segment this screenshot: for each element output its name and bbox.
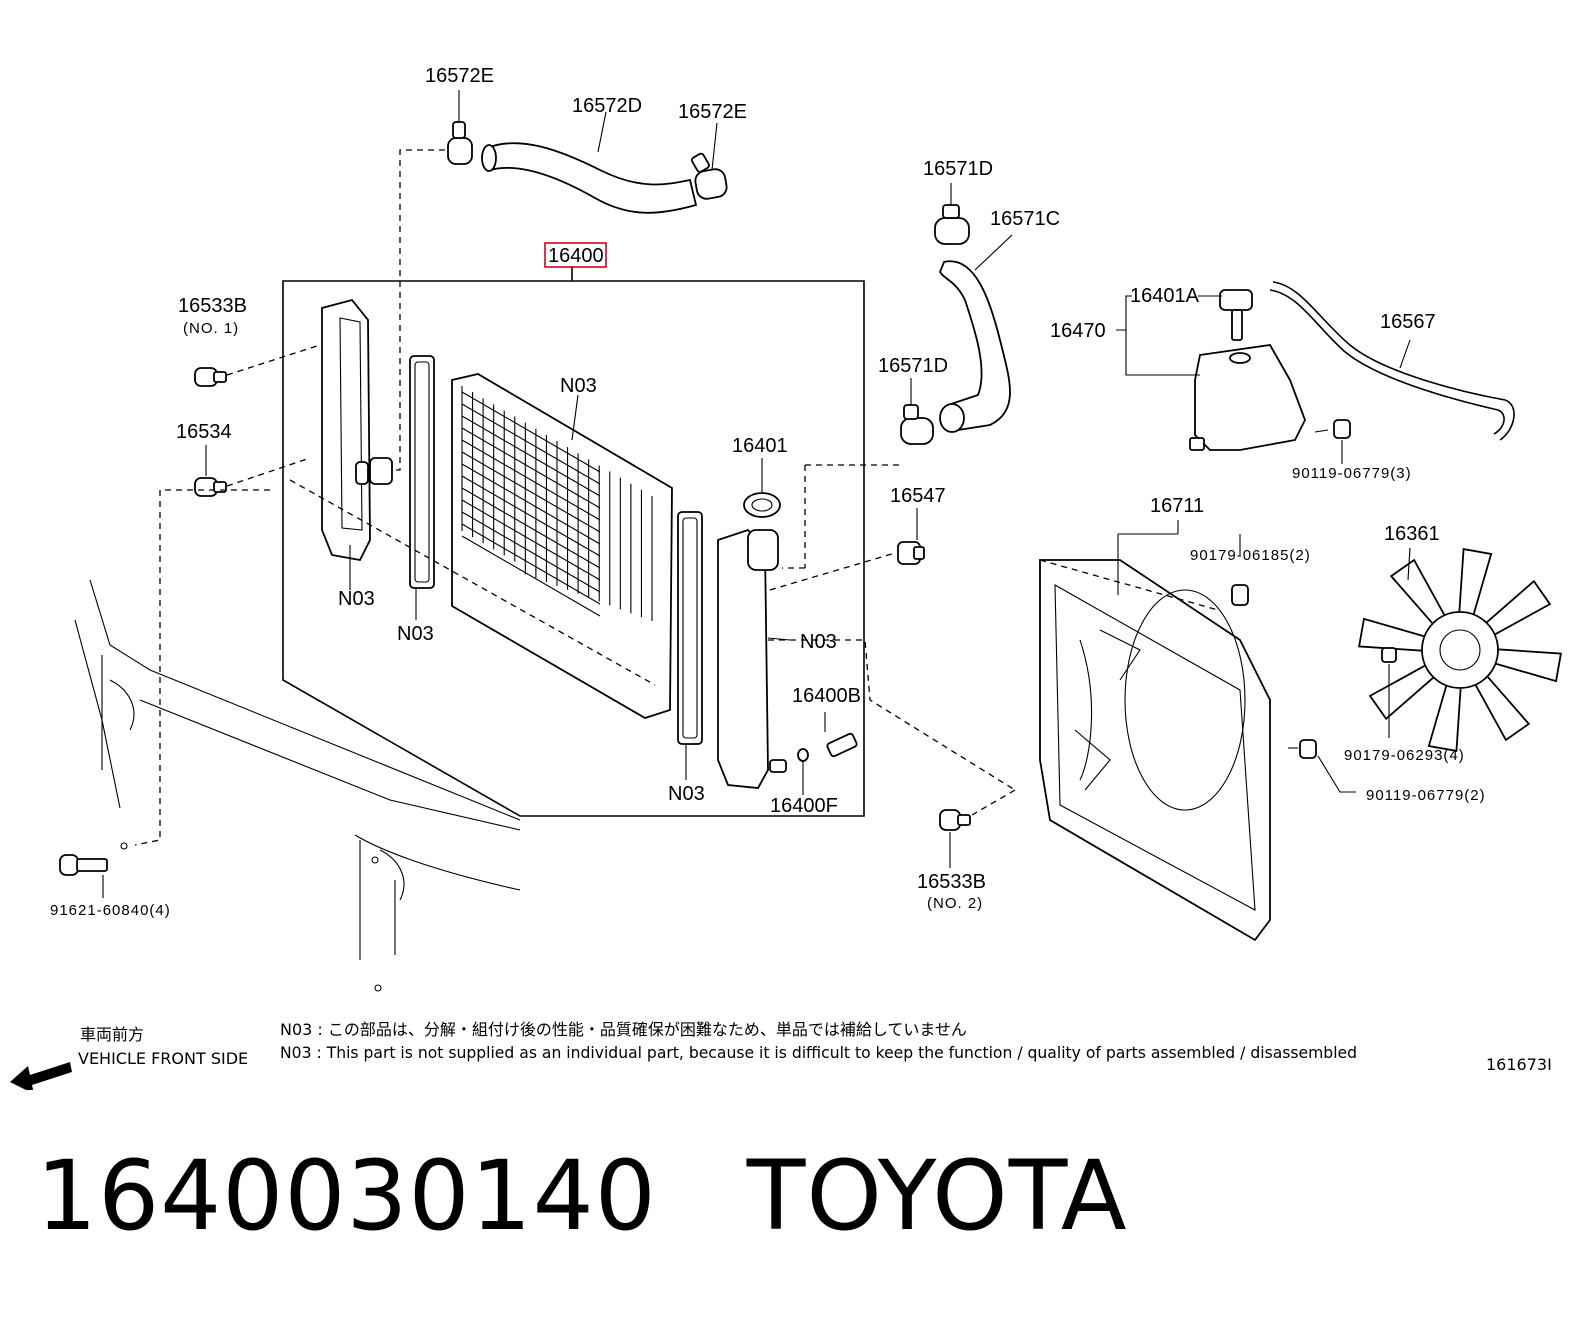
- callout-16572D[interactable]: 16572D: [572, 95, 642, 117]
- core-tube-line: [461, 403, 601, 485]
- fan-blade: [1368, 663, 1437, 721]
- callout-90119-06779-3[interactable]: 90119-06779(3): [1292, 465, 1412, 482]
- radiator-left-tank: [321, 298, 393, 590]
- core-tube-line: [461, 415, 601, 497]
- fan-blade: [1458, 548, 1493, 618]
- radiator-core: [451, 373, 673, 719]
- vehicle-front-arrow: [10, 1062, 72, 1090]
- radiator-right-seal: [677, 511, 703, 780]
- front-label-en: VEHICLE FRONT SIDE: [78, 1049, 248, 1068]
- callout-90119-06779-2[interactable]: 90119-06779(2): [1366, 787, 1486, 804]
- radiator-right-tank: [717, 528, 791, 789]
- callout-16361[interactable]: 16361: [1384, 523, 1440, 545]
- radiator-left-seal: [409, 355, 435, 620]
- hose-clamp-top-left[interactable]: [447, 90, 473, 165]
- upper-radiator-hose[interactable]: [481, 111, 698, 214]
- callout-16534[interactable]: 16534: [176, 421, 232, 443]
- callout-16571D-top[interactable]: 16571D: [923, 158, 993, 180]
- fan-blade: [1473, 673, 1531, 742]
- core-tube-line: [461, 475, 601, 557]
- core-tube-line: [461, 391, 601, 473]
- core-tube-line: [461, 451, 601, 533]
- callout-16571D-mid[interactable]: 16571D: [878, 355, 948, 377]
- bolt-91621-60840[interactable]: [59, 842, 128, 898]
- callout-16400[interactable]: 16400: [548, 245, 604, 267]
- bolt-90119-06779-2[interactable]: [1288, 739, 1356, 793]
- core-tube-line: [461, 427, 601, 509]
- callout-91621-60840-4[interactable]: 91621-60840(4): [50, 902, 171, 919]
- part-number: 1640030140: [36, 1140, 657, 1252]
- vehicle-body-outline: [74, 579, 521, 992]
- lower-radiator-hose[interactable]: [938, 234, 1013, 433]
- callout-labels: 16572E 16572D 16572E 16571D 16571C 16400…: [50, 65, 1486, 919]
- callout-16533B-no1[interactable]: 16533B: [178, 295, 247, 317]
- callout-16470[interactable]: 16470: [1050, 320, 1106, 342]
- callout-16400F[interactable]: 16400F: [770, 795, 838, 817]
- core-tube-line: [461, 499, 601, 581]
- radiator-cap[interactable]: [743, 458, 781, 518]
- callout-16547[interactable]: 16547: [890, 485, 946, 507]
- bolt-16534[interactable]: [194, 445, 227, 497]
- highlight-box: [544, 242, 607, 268]
- callout-16533B-no2[interactable]: 16533B: [917, 871, 986, 893]
- fan-blade: [1427, 682, 1462, 752]
- bolt-16533B-no1[interactable]: [194, 367, 227, 387]
- bolt-90179-06185-2[interactable]: [1231, 584, 1249, 606]
- callout-16533B-no1-sub: (NO. 1): [183, 320, 239, 337]
- footer-title: 1640030140 TOYOTA: [36, 1140, 1128, 1252]
- callout-N03-right-tank[interactable]: N03: [800, 631, 837, 653]
- reservoir-hose-16567[interactable]: [1269, 281, 1515, 441]
- bolt-90119-06779-3[interactable]: [1314, 419, 1351, 464]
- callout-N03-core[interactable]: N03: [560, 375, 597, 397]
- cooling-fan[interactable]: [1358, 547, 1562, 752]
- callout-90179-06185-2[interactable]: 90179-06185(2): [1190, 547, 1311, 564]
- fan-blade: [1483, 579, 1552, 637]
- front-label-jp: 車両前方: [80, 1025, 144, 1044]
- radiator-assembly-frame: [282, 266, 865, 817]
- core-tube-line: [461, 511, 601, 593]
- callout-16711[interactable]: 16711: [1150, 495, 1204, 517]
- fan-blade: [1358, 617, 1428, 652]
- dashed-leaders: [134, 149, 1219, 846]
- callout-N03-left-seal[interactable]: N03: [397, 623, 434, 645]
- callout-16400B[interactable]: 16400B: [792, 685, 861, 707]
- drain-cock-16400B[interactable]: [797, 712, 858, 795]
- callout-N03-right-seal[interactable]: N03: [668, 783, 705, 805]
- callout-16567[interactable]: 16567: [1380, 311, 1436, 333]
- callout-16533B-no2-sub: (NO. 2): [927, 895, 983, 912]
- core-tube-line: [461, 463, 601, 545]
- callout-16401A[interactable]: 16401A: [1130, 285, 1200, 307]
- fan-blade: [1492, 648, 1562, 683]
- core-tube-line: [461, 535, 601, 617]
- callout-bracket-16470: [1116, 295, 1222, 376]
- drain-plug-16547[interactable]: [897, 508, 925, 565]
- callout-16401[interactable]: 16401: [732, 435, 788, 457]
- callout-16572E-top[interactable]: 16572E: [425, 65, 494, 87]
- bolt-90179-06293-4[interactable]: [1381, 647, 1397, 738]
- callout-16572E-right[interactable]: 16572E: [678, 101, 747, 123]
- illustration-id: 161673I: [1486, 1055, 1552, 1074]
- parts-diagram: 16572E 16572D 16572E 16571D 16571C 16400…: [10, 65, 1562, 1090]
- reservoir-cap-16401A[interactable]: [1219, 289, 1253, 341]
- callout-16571C[interactable]: 16571C: [990, 208, 1060, 230]
- hose-clamp-lower-bottom[interactable]: [900, 378, 934, 445]
- reservoir-tank[interactable]: [1189, 344, 1306, 451]
- fan-shroud[interactable]: [1039, 520, 1271, 942]
- fan-blade: [1389, 558, 1447, 627]
- hose-clamp-lower-top[interactable]: [934, 183, 970, 245]
- brand-name: TOYOTA: [746, 1140, 1128, 1252]
- callout-90179-06293-4[interactable]: 90179-06293(4): [1344, 747, 1465, 764]
- core-tube-line: [461, 487, 601, 569]
- callout-N03-left-tank[interactable]: N03: [338, 588, 375, 610]
- bolt-16533B-no2[interactable]: [939, 809, 971, 868]
- core-tube-line: [461, 523, 601, 605]
- core-tube-line: [461, 439, 601, 521]
- hose-clamp-top-right[interactable]: [691, 122, 728, 200]
